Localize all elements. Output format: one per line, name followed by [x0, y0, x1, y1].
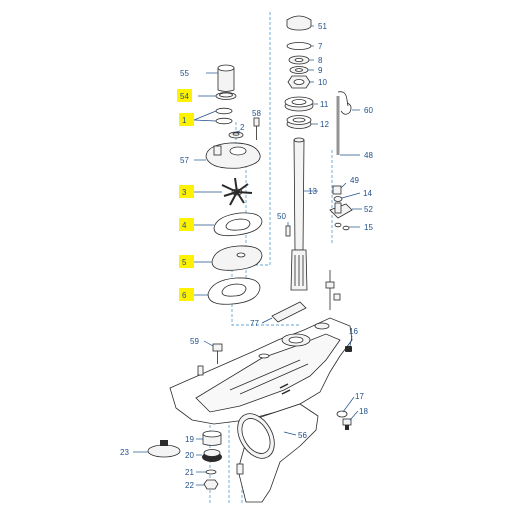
callout-label-12: 12 — [320, 120, 329, 129]
part-11-bearing — [284, 96, 314, 112]
part-2-seal — [228, 131, 244, 139]
callout-highlight-54 — [177, 89, 192, 102]
part-14-pin — [333, 196, 343, 202]
part-9-washer — [289, 66, 309, 74]
part-23-anode — [147, 440, 181, 458]
callout-label-58: 58 — [252, 109, 261, 118]
callout-highlight-5 — [179, 255, 194, 268]
callout-label-54: 54 — [180, 92, 189, 101]
part-51-cap — [286, 15, 312, 31]
part-5-wear-plate — [211, 245, 263, 271]
callout-highlight-3 — [179, 185, 194, 198]
part-4-gasket — [213, 212, 263, 237]
part-18-drain-screw — [342, 418, 352, 430]
callout-label-60: 60 — [364, 106, 373, 115]
part-small-stud — [197, 365, 204, 376]
callout-label-49: 49 — [350, 176, 359, 185]
callout-highlight-6 — [179, 288, 194, 301]
part-54-liner — [215, 92, 237, 100]
callout-label-77: 77 — [250, 319, 259, 328]
callout-label-13: 13 — [308, 187, 317, 196]
callout-label-57: 57 — [180, 156, 189, 165]
part-50-pin — [285, 225, 291, 237]
callout-highlight-1 — [179, 113, 194, 126]
callout-label-52: 52 — [364, 205, 373, 214]
callout-label-11: 11 — [320, 100, 329, 109]
callout-label-4: 4 — [182, 221, 187, 230]
part-20-gear — [202, 449, 222, 462]
part-56-torpedo — [237, 403, 319, 503]
part-58-screw — [253, 117, 260, 140]
part-small-screw-21 — [236, 463, 244, 475]
part-17-washer — [336, 410, 348, 418]
callout-label-3: 3 — [182, 188, 187, 197]
part-77-gasket-plate — [271, 301, 307, 323]
callout-label-10: 10 — [318, 78, 327, 87]
callout-label-7: 7 — [318, 42, 323, 51]
callout-label-6: 6 — [182, 291, 187, 300]
callout-label-59: 59 — [190, 337, 199, 346]
part-52-shift-crank — [329, 202, 353, 219]
callout-label-8: 8 — [318, 56, 323, 65]
part-15-orings — [334, 222, 350, 231]
part-16-plug — [345, 346, 352, 352]
part-8-washer — [288, 55, 310, 65]
callout-label-18: 18 — [359, 407, 368, 416]
callout-leaders — [133, 25, 362, 486]
callout-label-2: 2 — [240, 123, 245, 132]
part-1-orings — [215, 107, 233, 125]
part-55-sleeve — [217, 64, 235, 92]
callout-label-19: 19 — [185, 435, 194, 444]
part-22-nut — [203, 479, 219, 490]
part-57-pump-housing — [205, 142, 261, 169]
part-21-washer — [205, 469, 217, 475]
part-gearcase-housing — [169, 317, 353, 425]
callout-label-17: 17 — [355, 392, 364, 401]
part-13-driveshaft — [290, 137, 308, 291]
callout-label-55: 55 — [180, 69, 189, 78]
callout-label-56: 56 — [298, 431, 307, 440]
part-3-impeller — [221, 177, 253, 206]
callout-label-15: 15 — [364, 223, 373, 232]
callout-label-9: 9 — [318, 66, 323, 75]
callout-label-23: 23 — [120, 448, 129, 457]
callout-label-16: 16 — [349, 327, 358, 336]
part-7-oring — [286, 42, 312, 50]
part-59-bolt — [212, 343, 223, 364]
callout-label-20: 20 — [185, 451, 194, 460]
callout-label-51: 51 — [318, 22, 327, 31]
callout-label-14: 14 — [363, 189, 372, 198]
callout-highlight-4 — [179, 218, 194, 231]
callout-label-1: 1 — [182, 116, 187, 125]
callout-label-5: 5 — [182, 258, 187, 267]
part-19-bearing — [202, 430, 222, 446]
part-12-bearing — [286, 115, 312, 129]
part-49-bushing — [332, 185, 342, 195]
part-6-gasket — [207, 277, 261, 305]
callout-label-48: 48 — [364, 151, 373, 160]
part-shim-stack — [325, 270, 341, 310]
part-10-nut — [287, 75, 311, 89]
callout-label-22: 22 — [185, 481, 194, 490]
part-60-rod-clip — [337, 91, 352, 115]
callout-label-21: 21 — [185, 468, 194, 477]
callout-label-50: 50 — [277, 212, 286, 221]
